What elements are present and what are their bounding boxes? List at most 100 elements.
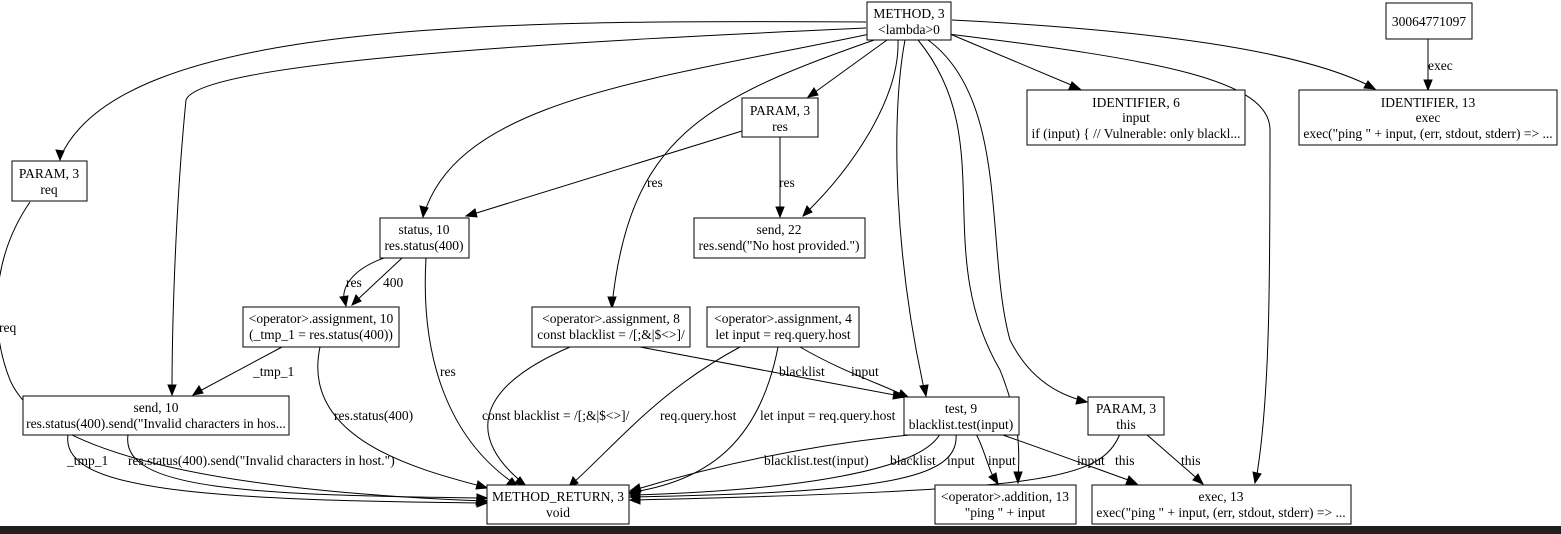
edge-label-input: input — [851, 364, 879, 379]
arrow-head — [802, 205, 813, 217]
edge-assign8-to-return — [487, 346, 571, 484]
edge-label-input: input — [988, 453, 1016, 468]
edge-method-to-send22 — [805, 39, 899, 214]
edge-method-to-assign8 — [611, 37, 881, 306]
arrow-head — [167, 384, 177, 397]
node-identifier-input-code: if (input) { // Vulnerable: only blackl.… — [1032, 126, 1241, 141]
edge-assign8-to-test9 — [639, 346, 901, 397]
node-param-this-name: this — [1116, 417, 1136, 432]
arrow-head — [476, 493, 489, 503]
edge-label-this: this — [1115, 453, 1135, 468]
edge-test9-to-return-blacklist — [633, 433, 941, 496]
node-test-9-code: blacklist.test(input) — [909, 417, 1014, 432]
node-assignment-10-title: <operator>.assignment, 10 — [249, 311, 394, 326]
edge-param-this-to-return — [633, 433, 1121, 501]
edge-method-to-exec13 — [947, 33, 1271, 481]
arrow-head — [1068, 81, 1082, 90]
arrow-head — [419, 205, 429, 219]
arrow-head — [339, 295, 349, 308]
node-param-this[interactable]: PARAM, 3 this — [1087, 396, 1165, 436]
node-assignment-4-code: let input = req.query.host — [715, 327, 851, 342]
edge-label-res: res — [779, 175, 795, 190]
arrow-head — [1125, 475, 1139, 485]
edge-label-exec: exec — [1428, 58, 1453, 73]
edge-label-input: input — [947, 453, 975, 468]
node-send-10-title: send, 10 — [134, 400, 179, 415]
node-assignment-8[interactable]: <operator>.assignment, 8 const blacklist… — [531, 306, 691, 348]
edge-status-to-assign10-400 — [354, 257, 403, 303]
node-external-id-title: 30064771097 — [1392, 14, 1467, 29]
node-assignment-4-title: <operator>.assignment, 4 — [714, 311, 852, 326]
edge-send10-to-return-send — [127, 434, 485, 499]
node-param-this-title: PARAM, 3 — [1096, 401, 1157, 416]
edge-method-to-send10 — [171, 27, 867, 393]
edge-label-const-blacklist: const blacklist = /[;&|$<>]/ — [482, 408, 630, 423]
edge-assign4-to-test9 — [799, 346, 907, 397]
edge-label-tmp1: _tmp_1 — [66, 453, 108, 468]
node-exec-13[interactable]: exec, 13 exec("ping " + input, (err, std… — [1091, 484, 1352, 525]
arrow-head — [191, 385, 204, 396]
node-status[interactable]: status, 10 res.status(400) — [379, 217, 470, 259]
arrow-head — [1423, 79, 1433, 92]
arrow-head — [1192, 473, 1205, 485]
edge-label-400: 400 — [383, 275, 404, 290]
node-test-9[interactable]: test, 9 blacklist.test(input) — [903, 396, 1020, 436]
edge-label-blacklist: blacklist — [890, 453, 936, 468]
node-assignment-4[interactable]: <operator>.assignment, 4 let input = req… — [706, 306, 860, 348]
node-exec-13-code: exec("ping " + input, (err, stdout, stde… — [1096, 505, 1345, 520]
node-identifier-exec[interactable]: IDENTIFIER, 13 exec exec("ping " + input… — [1298, 89, 1558, 146]
node-assignment-10-code: (_tmp_1 = res.status(400)) — [249, 327, 393, 342]
edge-label-res: res — [346, 275, 362, 290]
node-assignment-10[interactable]: <operator>.assignment, 10 (_tmp_1 = res.… — [242, 306, 400, 348]
node-assignment-8-code: const blacklist = /[;&|$<>]/ — [537, 327, 685, 342]
node-send-22-title: send, 22 — [757, 222, 802, 237]
node-exec-13-title: exec, 13 — [1199, 489, 1244, 504]
edge-param-res-to-status — [469, 130, 743, 216]
node-send-22[interactable]: send, 22 res.send("No host provided.") — [693, 217, 866, 259]
node-addition-13-title: <operator>.addition, 13 — [941, 489, 1069, 504]
node-identifier-input-title: IDENTIFIER, 6 — [1092, 95, 1180, 110]
edge-method-to-param-this — [927, 39, 1085, 402]
edge-label-input: input — [1077, 453, 1105, 468]
edge-method-to-ident13 — [951, 19, 1373, 88]
node-param-res[interactable]: PARAM, 3 res — [741, 97, 819, 138]
node-method-return[interactable]: METHOD_RETURN, 3 void — [486, 484, 630, 525]
node-send-10[interactable]: send, 10 res.status(400).send("Invalid c… — [22, 395, 290, 436]
edge-assign10-to-send10 — [195, 346, 283, 394]
node-status-title: status, 10 — [398, 222, 449, 237]
node-param-req-title: PARAM, 3 — [19, 166, 80, 181]
edge-method-to-param-req — [59, 21, 867, 159]
edge-label-tmp1: _tmp_1 — [252, 364, 294, 379]
edge-label-this: this — [1181, 453, 1201, 468]
edge-label-res: res — [440, 364, 456, 379]
node-method-code: <lambda>0 — [878, 22, 940, 37]
arrow-head — [806, 87, 819, 98]
edge-param-this-to-exec13 — [1145, 433, 1201, 482]
edge-assign10-to-return — [317, 346, 485, 488]
edges — [0, 19, 1433, 508]
edge-method-to-addition — [917, 39, 1020, 481]
node-addition-13[interactable]: <operator>.addition, 13 "ping " + input — [934, 484, 1077, 525]
node-method-return-type: void — [546, 505, 570, 520]
edge-label-req: req — [0, 320, 16, 335]
edge-method-to-param-res — [810, 39, 888, 96]
node-test-9-title: test, 9 — [945, 401, 977, 416]
edge-label-req-query-host: req.query.host — [660, 408, 737, 423]
node-method[interactable]: METHOD, 3 <lambda>0 — [866, 1, 952, 41]
node-external-id[interactable]: 30064771097 — [1385, 2, 1473, 40]
node-method-title: METHOD, 3 — [873, 6, 944, 21]
node-send-22-code: res.send("No host provided.") — [699, 238, 860, 253]
edge-assign4-to-return-req — [571, 346, 741, 485]
node-identifier-input[interactable]: IDENTIFIER, 6 input if (input) { // Vuln… — [1026, 89, 1246, 146]
edge-send10-to-return-tmp — [67, 434, 485, 504]
arrow-head — [628, 495, 641, 505]
edge-labels: exec res res req res 400 res _tmp_1 res.… — [0, 58, 1453, 468]
node-status-code: res.status(400) — [384, 238, 463, 253]
arrow-head — [607, 296, 617, 310]
node-param-req[interactable]: PARAM, 3 req — [11, 160, 88, 202]
node-addition-13-code: "ping " + input — [965, 505, 1046, 520]
edge-test9-to-return-input — [633, 433, 957, 498]
edge-label-blacklist: blacklist — [779, 364, 825, 379]
edge-label-res: res — [647, 175, 663, 190]
